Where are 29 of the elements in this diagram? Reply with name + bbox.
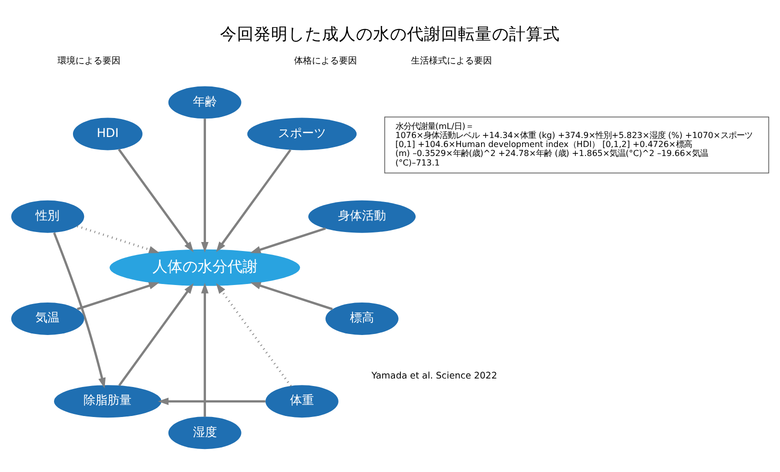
arrow — [250, 282, 333, 310]
arrow — [118, 283, 194, 386]
node-box: 水分代謝量(mL/日)＝ 1076×身体活動レベル +14.34×体重 (kg) +374.9×性別+5.823×湿度 (%) +1070×スポーツ [0,1] +104.6×Human development index（HDI） [0,1,2] +0.4726×標高 (m) –0.3529×年齢(歳)^2 +24.78×年齢 (歳) +1.865×気温(°C)^2 –19.66×気温 (°C)–713.1 — [384, 116, 770, 174]
diagram-title: 今回発明した成人の水の代謝回転量の計算式 — [220, 24, 560, 44]
node-ellipse: 気温 — [11, 302, 84, 335]
label: 環境による要因 — [57, 56, 120, 66]
arrow — [76, 282, 160, 310]
label: 体格による要因 — [294, 56, 357, 66]
node-ellipse: 年齢 — [168, 86, 242, 119]
arrow — [201, 282, 209, 417]
arrow — [53, 232, 106, 388]
label: Yamada et al. Science 2022 — [372, 371, 498, 382]
node-ellipse: HDI — [72, 118, 142, 150]
node-ellipse: 身体活動 — [308, 200, 416, 233]
arrow — [201, 118, 209, 253]
node-ellipse: 除脂肪量 — [54, 385, 162, 418]
arrow — [216, 149, 292, 252]
node-ellipse: 性別 — [11, 200, 84, 233]
node-ellipse: スポーツ — [247, 118, 357, 150]
node-ellipse: 体重 — [265, 385, 338, 418]
node-ellipse: 人体の水分代謝 — [110, 249, 300, 286]
label: 生活様式による要因 — [411, 56, 492, 66]
node-ellipse: 標高 — [325, 302, 398, 335]
arrow — [76, 225, 160, 254]
arrow — [250, 227, 326, 254]
arrow — [216, 283, 292, 387]
node-ellipse: 湿度 — [168, 416, 242, 450]
arrow — [118, 148, 194, 252]
arrow — [158, 398, 266, 406]
